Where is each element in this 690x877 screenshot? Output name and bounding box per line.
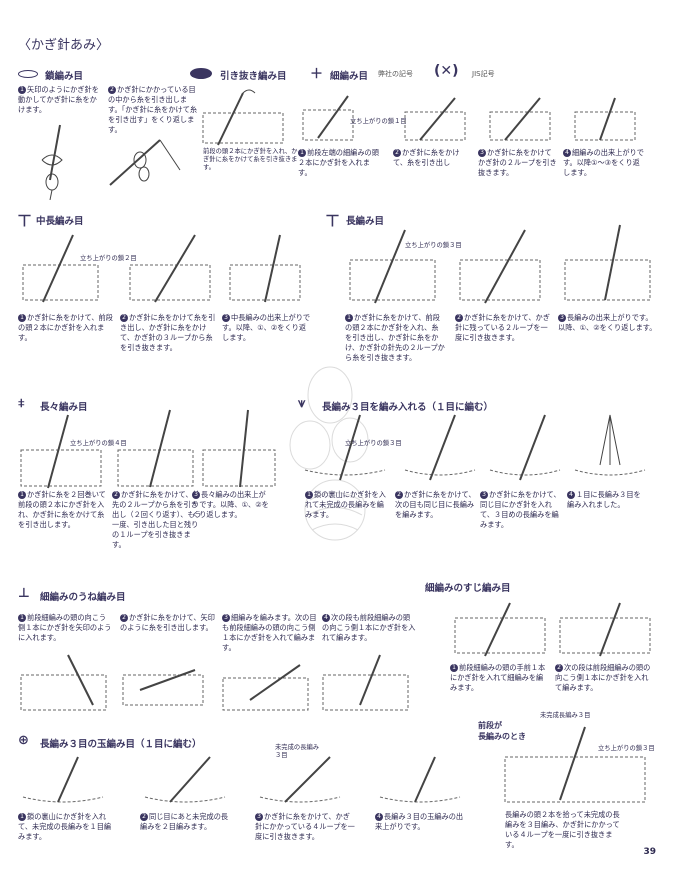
slip-stitch-caption: 前段の頭２本にかぎ針を入れ、かぎ針に糸をかけて糸を引き抜きます。 <box>203 148 298 171</box>
yarn-watermark-icon <box>280 335 390 545</box>
treble-crochet-illustration-2 <box>115 405 200 490</box>
half-double-illustration-1 <box>18 230 108 305</box>
back-loop-illustration-2 <box>120 650 210 710</box>
half-double-symbol-icon: 丅 <box>18 214 32 229</box>
half-double-illustration-3 <box>225 230 310 305</box>
back-loop-illustration-1 <box>18 650 113 715</box>
half-double-title: 中長編み目 <box>36 216 84 227</box>
bobble-illustration-3 <box>255 752 350 807</box>
treble-crochet-title: 長々編み目 <box>40 402 88 413</box>
three-double-chain-label: 立ち上がりの鎖３目 <box>345 440 402 447</box>
chain-illustration-2 <box>100 130 190 190</box>
single-crochet-illustration-3 <box>485 92 560 144</box>
three-double-title: 長編み３目を編み入れる（１目に編む） <box>322 402 494 413</box>
single-crochet-chain-label: 立ち上がりの鎖１目 <box>350 118 407 125</box>
treble-crochet-symbol-icon: ⧧ <box>18 396 25 411</box>
sc-ribbing-illustration-1 <box>450 598 550 658</box>
double-crochet-illustration-3 <box>560 220 660 305</box>
slip-stitch-title: 引き抜き編み目 <box>220 71 287 82</box>
bobble-title: 長編み３目の玉編み目（１目に編む） <box>40 739 202 750</box>
sc-ribbing-title: 細編みのすじ編み目 <box>425 583 511 594</box>
single-crochet-symbol-icon: ＋ <box>310 67 324 82</box>
bobble-long-label-1: 前段が <box>478 721 502 730</box>
treble-crochet-illustration-1 <box>18 410 108 490</box>
double-crochet-illustration-1 <box>345 225 445 305</box>
sc-ribbing-illustration-2 <box>555 598 655 658</box>
three-double-illustration-3 <box>485 410 565 485</box>
treble-crochet-chain-label: 立ち上がりの鎖４目 <box>70 440 127 447</box>
double-crochet-symbol-icon: 丅 <box>326 214 340 229</box>
single-crochet-company-note: 弊社の記号 <box>378 70 413 78</box>
three-double-illustration-1 <box>300 410 390 485</box>
back-loop-illustration-3 <box>220 650 315 715</box>
single-crochet-title: 細編み目 <box>330 71 369 82</box>
bobble-long-label-2: 長編みのとき <box>478 732 526 741</box>
chain-symbol-icon <box>18 70 38 78</box>
single-crochet-jis-note: JIS記号 <box>472 70 495 78</box>
bobble-illustration-2 <box>140 752 235 807</box>
single-crochet-illustration-2 <box>400 92 475 144</box>
jis-symbol-icon: (✕) <box>434 63 459 79</box>
page-title: 〈かぎ針あみ〉 <box>18 38 110 53</box>
bobble-symbol-icon: ⊕ <box>18 733 29 748</box>
back-loop-illustration-4 <box>320 650 415 715</box>
page-number: 39 <box>643 847 656 857</box>
double-crochet-chain-label: 立ち上がりの鎖３目 <box>405 242 462 249</box>
treble-crochet-illustration-3 <box>200 405 280 490</box>
three-double-illustration-4 <box>570 405 650 485</box>
chain-illustration-1 <box>20 120 90 200</box>
back-loop-title: 細編みのうね編み目 <box>40 592 126 603</box>
double-crochet-title: 長編み目 <box>346 216 385 227</box>
bobble-illustration-1 <box>18 752 113 807</box>
half-double-chain-label: 立ち上がりの鎖２目 <box>80 255 137 262</box>
bobble-long-chain-label: 立ち上がりの鎖３目 <box>598 745 655 752</box>
single-crochet-illustration-1 <box>298 88 388 143</box>
double-crochet-illustration-2 <box>455 225 550 305</box>
slip-stitch-symbol-icon <box>190 68 212 79</box>
back-loop-symbol-icon: ⊥ <box>18 586 30 601</box>
single-crochet-illustration-4 <box>570 92 645 144</box>
three-double-symbol-icon: ⩛ <box>298 396 306 411</box>
bobble-long-unfinished-label: 未完成長編み３目 <box>540 712 591 719</box>
half-double-illustration-2 <box>125 230 220 305</box>
slip-stitch-illustration <box>198 85 288 147</box>
chain-title: 鎖編み目 <box>45 71 84 82</box>
bobble-long-illustration <box>500 722 650 807</box>
three-double-illustration-2 <box>400 410 480 485</box>
bobble-long-caption: 長編みの頭２本を拾って未完成の長編みを３目編み、かぎ針にかかっている４ループを一… <box>505 810 620 849</box>
bobble-illustration-4 <box>375 752 470 807</box>
bobble-unfinished-label: 未完成の長編み３目 <box>275 744 320 759</box>
